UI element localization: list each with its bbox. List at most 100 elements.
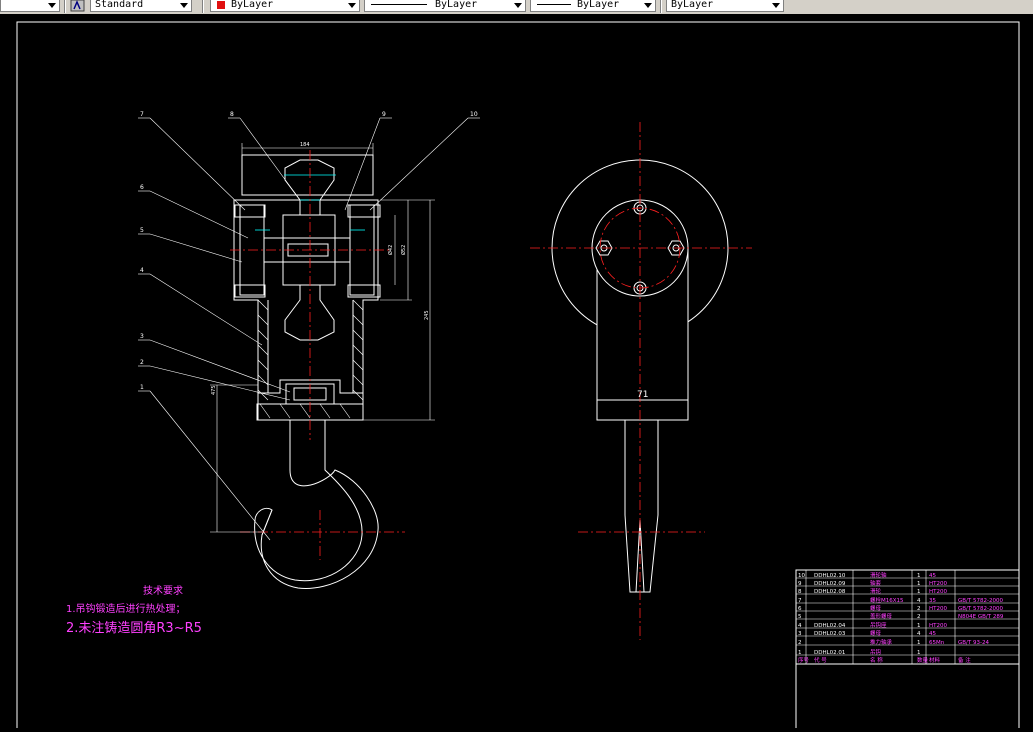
bom-cell-code: DDHL02.10 [814,573,846,579]
front-view [233,154,381,589]
bom-cell-mat: HT200 [929,606,947,612]
chevron-down-icon [180,3,188,8]
linetype-sample-line [371,4,427,5]
bom-cell-qty: 1 [917,581,921,587]
bom-cell-code: DDHL02.01 [814,650,845,656]
dim-overall: 475 [211,385,217,395]
toolbar-left-dropdown[interactable] [0,0,60,12]
bom-cell-code: DDHL02.04 [814,623,846,629]
bom-cell-no: 2 [798,640,802,646]
plotstyle-label: ByLayer [671,0,714,10]
properties-toolbar: Standard ByLayer ByLayer ByLayer ByLayer [0,0,1033,15]
front-view-cyan-details [255,174,365,231]
lineweight-dropdown[interactable]: ByLayer [530,0,656,12]
bom-cell-mat: HT200 [929,581,947,587]
callout-1: 1 [140,384,144,391]
callout-4: 4 [140,267,144,274]
bom-cell-qty: 2 [917,614,921,620]
bom-cell-name: 轴套 [870,579,882,587]
bom-cell-qty: 1 [917,623,921,629]
bom-header-qty: 数量 [917,656,929,664]
bom-header-code: 代 号 [814,656,827,664]
text-style-dropdown[interactable]: Standard [90,0,192,12]
dim-side-b: Ø52 [400,245,407,255]
color-dropdown[interactable]: ByLayer [210,0,360,12]
bom-cell-name: 螺母 [870,629,882,637]
callout-5: 5 [140,227,144,234]
bom-cell-no: 10 [798,573,805,579]
bom-header-mat: 材料 [929,656,941,664]
bom-cell-no: 7 [798,598,802,604]
callout-leaders [138,117,480,541]
bom-cell-name: 滑轮 [870,587,882,595]
callout-6: 6 [140,184,144,191]
tech-note-2: 2.未注铸造圆角R3~R5 [66,620,202,636]
dim-side-a: Ø42 [387,245,394,255]
chevron-down-icon [48,3,56,8]
bom-cell-name: 螺母 [870,604,882,612]
bom-header-name: 名 称 [870,656,883,664]
front-view-centerlines [230,150,405,560]
text-style-svg [70,0,85,12]
bom-cell-code: DDHL02.08 [814,589,846,595]
bom-cell-std: N804E GB/T 289 [958,614,1004,620]
bom-cell-mat: 45 [929,573,936,579]
bom-cell-qty: 1 [917,650,921,656]
dim-top-width: 184 [300,142,310,148]
linetype-dropdown[interactable]: ByLayer [364,0,526,12]
callout-10: 10 [470,111,478,118]
chevron-down-icon [644,3,652,8]
bom-cell-mat: 35 [929,598,936,604]
tech-requirements-title: 技术要求 [143,584,183,597]
bom-cell-qty: 1 [917,640,921,646]
chevron-down-icon [514,3,522,8]
lineweight-sample-line [537,4,571,5]
color-label: ByLayer [231,0,274,10]
toolbar-separator [660,0,662,13]
bom-cell-name: 盖形螺母 [870,612,893,620]
text-style-value: Standard [95,0,144,10]
drawing-frame [16,21,1020,732]
chevron-down-icon [348,3,356,8]
bom-cell-mat: 45 [929,631,936,637]
bom-cell-no: 8 [798,589,802,595]
drawing-canvas[interactable]: 184 Ø42 Ø52 245 475 7 8 9 10 6 5 4 3 2 1 [0,14,1033,732]
bom-cell-name: 吊钩 [870,648,882,656]
bom-cell-qty: 2 [917,606,921,612]
plotstyle-dropdown[interactable]: ByLayer [666,0,784,12]
bom-cell-qty: 1 [917,573,921,579]
callout-3: 3 [140,333,144,340]
dim-side-c: 245 [424,310,430,320]
bom-cell-qty: 4 [917,631,921,637]
dim-side-view: 71 [637,390,648,400]
chevron-down-icon [772,3,780,8]
bom-cell-mat: HT200 [929,623,947,629]
bom-header-no: 序号 [798,656,810,664]
text-style-icon[interactable] [70,0,86,13]
bom-cell-no: 9 [798,581,802,587]
front-view-dimensions [210,143,435,533]
bom-cell-no: 1 [798,650,802,656]
bom-cell-qty: 4 [917,598,921,604]
bom-cell-std: GB/T 93-24 [958,640,989,646]
lineweight-label: ByLayer [577,0,620,10]
linetype-label: ByLayer [435,0,478,10]
bom-cell-name: 滑轮轴 [870,571,887,579]
tech-note-1: 1.吊钩锻造后进行热处理； [66,602,186,615]
toolbar-separator [202,0,204,13]
bom-cell-no: 3 [798,631,802,637]
bom-header-std: 备 注 [958,656,971,664]
drawing-svg: 184 Ø42 Ø52 245 475 7 8 9 10 6 5 4 3 2 1 [16,21,1020,732]
toolbar-separator [64,0,66,13]
bom-cell-no: 5 [798,614,802,620]
color-swatch [217,1,225,9]
callout-2: 2 [140,359,144,366]
bom-cell-mat: HT200 [929,589,947,595]
bom-cell-name: 吊钩座 [870,621,887,629]
bom-cell-no: 6 [798,606,802,612]
bom-cell-code: DDHL02.03 [814,631,846,637]
callout-7: 7 [140,111,144,118]
bom-cell-no: 4 [798,623,802,629]
bom-cell-name: 推力轴承 [870,638,893,646]
